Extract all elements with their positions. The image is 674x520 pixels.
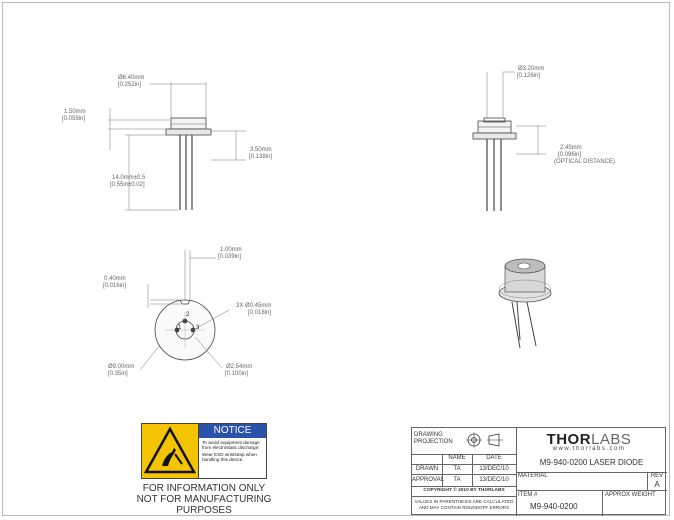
approval-label: APPROVAL: [412, 477, 444, 483]
drawn-label: DRAWN: [415, 466, 439, 472]
approval-date: 13/DEC/10: [479, 477, 509, 483]
weight-label: APPROX WEIGHT: [605, 492, 656, 498]
projection-symbol-icon: [466, 432, 503, 448]
logo-light: LABS: [591, 431, 632, 448]
dim-cap-height-in: [0.059in]: [62, 116, 86, 122]
dim-lead-length: 14.0mm±0.5: [112, 175, 146, 181]
title-block: DRAWING PROJECTION NAME DATE DRAWN TA 13…: [411, 427, 667, 516]
dim-lead-length-in: [0.55in±0.02]: [110, 182, 145, 188]
drawing-sheet-border: [2, 2, 670, 516]
side-view-right: [472, 117, 517, 211]
dim-tab: 0.40mm: [104, 276, 126, 282]
dim-top-diameter-in: [0.252in]: [118, 82, 142, 88]
pin-label-1: 1: [178, 325, 182, 331]
dim-cap-height: 1.50mm: [64, 109, 86, 115]
dim-body-height: 3.50mm: [250, 147, 272, 153]
bottom-view: [154, 299, 216, 361]
dim-flange-diameter: Ø9.00mm: [108, 364, 135, 370]
material-label: MATERIAL: [518, 473, 548, 479]
side-view: [165, 117, 212, 210]
dim-pin-circle: Ø2.54mm: [226, 364, 253, 370]
notice-line-1: To avoid equipment damage from electrost…: [202, 440, 260, 451]
notice-title: NOTICE: [199, 424, 266, 438]
logo-bold: THOR: [546, 431, 592, 448]
rev-value: A: [654, 480, 660, 489]
dim-optical-distance: 2.45mm: [560, 145, 582, 151]
approval-name: TA: [453, 477, 461, 483]
dim-pin-diameter-in: [0.018in]: [248, 310, 272, 316]
dim-body-height-in: [0.138in]: [249, 154, 273, 160]
drawn-name: TA: [453, 466, 461, 472]
isometric-view: [498, 258, 552, 349]
rev-label: REV: [650, 473, 664, 479]
info-line-1: FOR INFORMATION ONLY: [142, 483, 266, 494]
dim-pin-circle-in: [0.100in]: [225, 371, 249, 377]
disclaimer: VALUES IN PARENTHESIS ARE CALCULATED AND…: [414, 499, 514, 510]
notice-body: To avoid equipment damage from electrost…: [202, 440, 264, 464]
date-header: DATE: [486, 455, 502, 461]
info-disclaimer: FOR INFORMATION ONLY NOT FOR MANUFACTURI…: [110, 483, 298, 516]
name-header: NAME: [448, 455, 466, 461]
projection-label: DRAWING PROJECTION: [414, 432, 453, 445]
pin-label-2: 2: [186, 312, 190, 318]
dim-optical-distance-in: [0.096in]: [558, 152, 582, 158]
drawn-date: 13/DEC/10: [479, 466, 509, 472]
copyright: COPYRIGHT © 2010 BY THORLABS: [423, 488, 505, 493]
dim-offset-in: [0.039in]: [218, 254, 242, 260]
info-line-2: NOT FOR MANUFACTURING PURPOSES: [136, 494, 272, 516]
pin-label-3: 3: [196, 325, 200, 331]
part-title: M9-940-0200 LASER DIODE: [539, 458, 644, 467]
dim-optical-distance-label: (OPTICAL DISTANCE): [554, 159, 616, 165]
item-value: M9-940-0200: [530, 502, 578, 511]
esd-notice: NOTICE To avoid equipment damage from el…: [141, 423, 267, 479]
dim-top-diameter: Ø6.40mm: [118, 75, 145, 81]
dim-window-diameter: Ø3.20mm: [518, 66, 545, 72]
website: www.thorlabs.com: [552, 446, 626, 452]
dim-offset: 1.00mm: [220, 247, 242, 253]
notice-line-2: Wear ESD wriststrap when handling this d…: [202, 451, 257, 463]
dim-pin-diameter: 3X Ø0.45mm: [236, 303, 272, 309]
dim-flange-diameter-in: [0.35in]: [108, 371, 128, 377]
item-label: ITEM #: [518, 492, 538, 498]
esd-warning-icon: [142, 424, 199, 478]
thorlabs-logo: THORLABS www.thorlabs.com: [543, 431, 635, 452]
dim-window-diameter-in: [0.126in]: [517, 73, 541, 79]
dim-tab-in: [0.016in]: [103, 283, 127, 289]
